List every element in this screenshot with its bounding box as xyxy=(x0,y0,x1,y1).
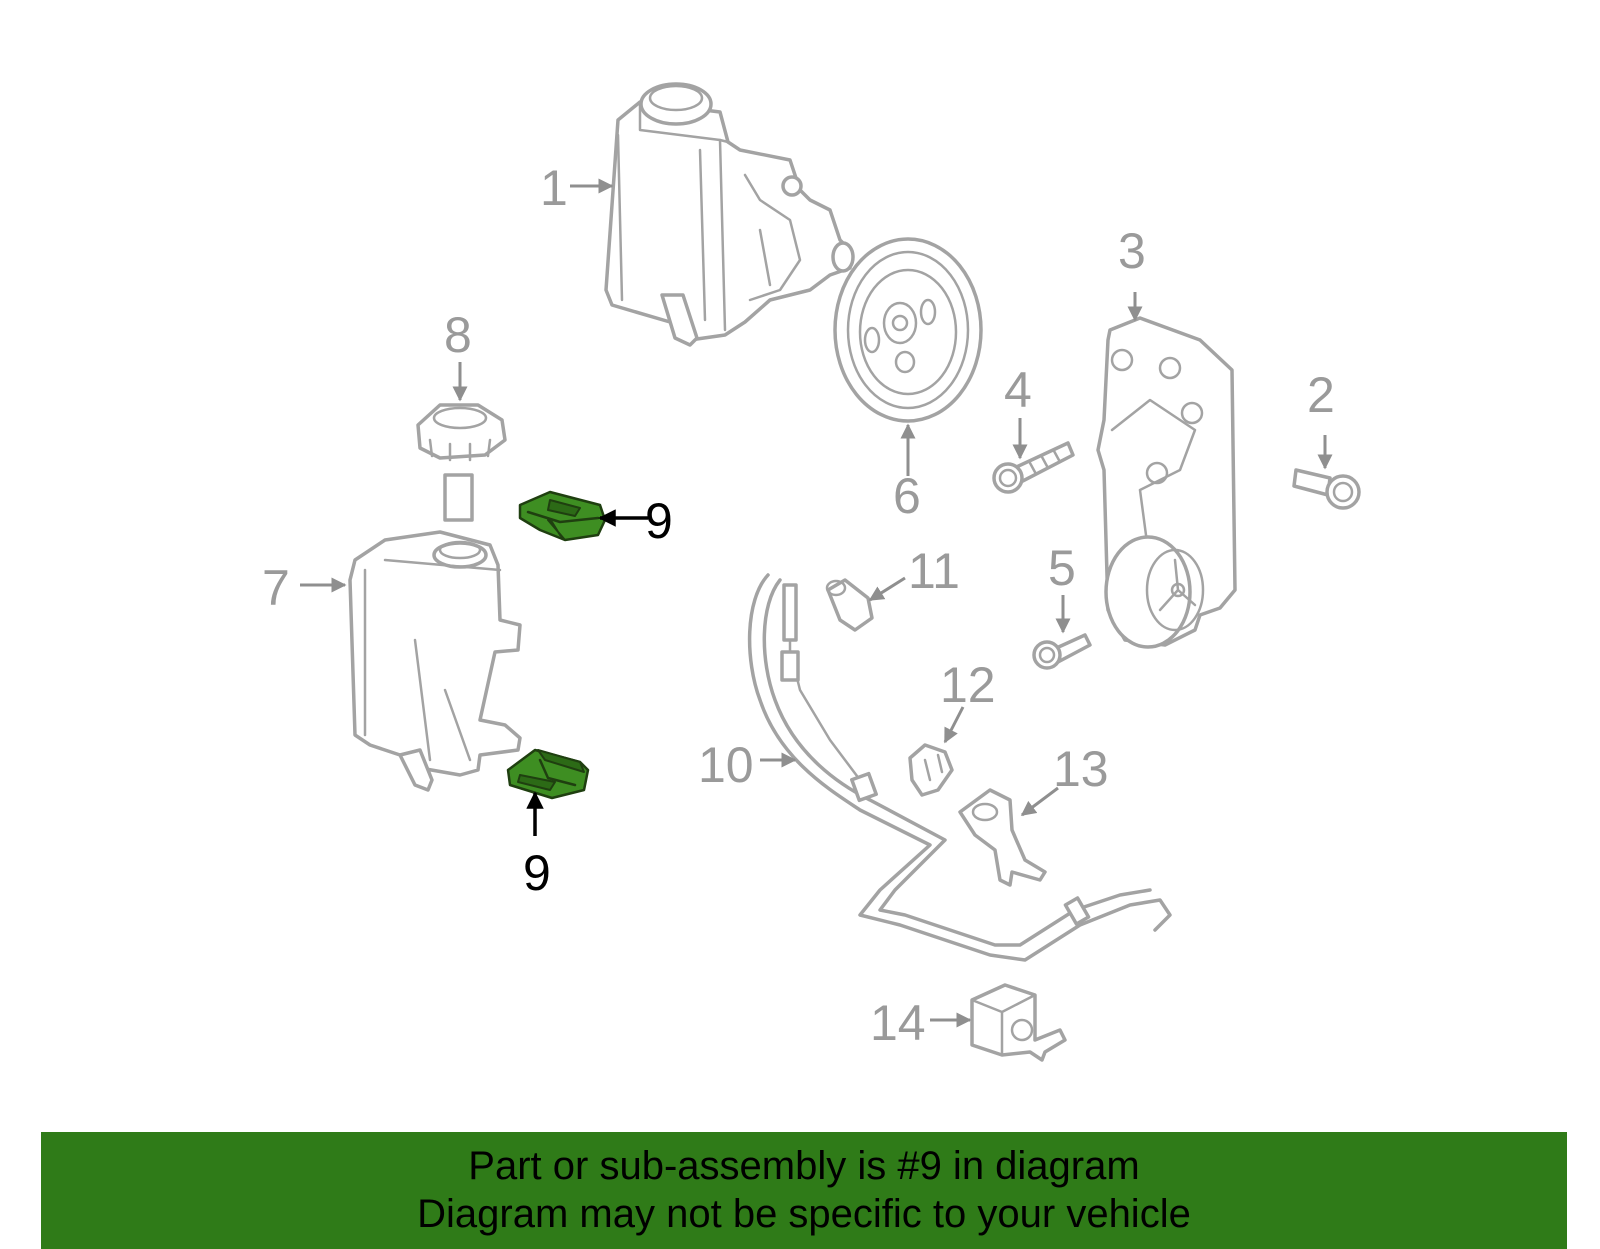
part-9-lower-clip[interactable] xyxy=(506,748,590,800)
callout-13: 13 xyxy=(1053,741,1109,797)
callout-7: 7 xyxy=(262,560,290,616)
banner-line-disclaimer: Diagram may not be specific to your vehi… xyxy=(417,1192,1191,1236)
banner-line-part: Part or sub-assembly is #9 in diagram xyxy=(468,1144,1140,1188)
hose-clip[interactable] xyxy=(908,743,954,797)
callout-5: 5 xyxy=(1048,540,1076,596)
bolt-small[interactable] xyxy=(1032,633,1092,670)
callout-12: 12 xyxy=(940,657,996,713)
callout-6: 6 xyxy=(893,468,921,524)
fluid-reservoir[interactable] xyxy=(348,530,522,792)
callout-1: 1 xyxy=(540,160,568,216)
info-banner: Part or sub-assembly is #9 in diagram Di… xyxy=(41,1132,1567,1249)
callout-2: 2 xyxy=(1307,367,1335,423)
clamp-bracket[interactable] xyxy=(958,788,1047,887)
reservoir-cap[interactable] xyxy=(416,403,507,522)
part-9-upper-clip[interactable] xyxy=(518,490,607,542)
callout-8: 8 xyxy=(444,307,472,363)
callout-3: 3 xyxy=(1118,223,1146,279)
callout-9-lower: 9 xyxy=(523,845,551,901)
callout-14: 14 xyxy=(870,995,926,1051)
callout-11: 11 xyxy=(908,543,960,599)
insulator[interactable] xyxy=(970,983,1067,1062)
bolt-long[interactable] xyxy=(992,441,1075,494)
hose-fitting[interactable] xyxy=(825,578,874,632)
callout-4: 4 xyxy=(1004,362,1032,418)
power-steering-pump[interactable] xyxy=(604,82,855,347)
bolt-short[interactable] xyxy=(1292,468,1361,510)
mounting-bracket[interactable] xyxy=(1096,316,1237,649)
callout-10: 10 xyxy=(698,737,754,793)
callout-arrows xyxy=(300,178,1333,1028)
pulley[interactable] xyxy=(833,237,983,423)
callout-9-upper: 9 xyxy=(645,493,673,549)
